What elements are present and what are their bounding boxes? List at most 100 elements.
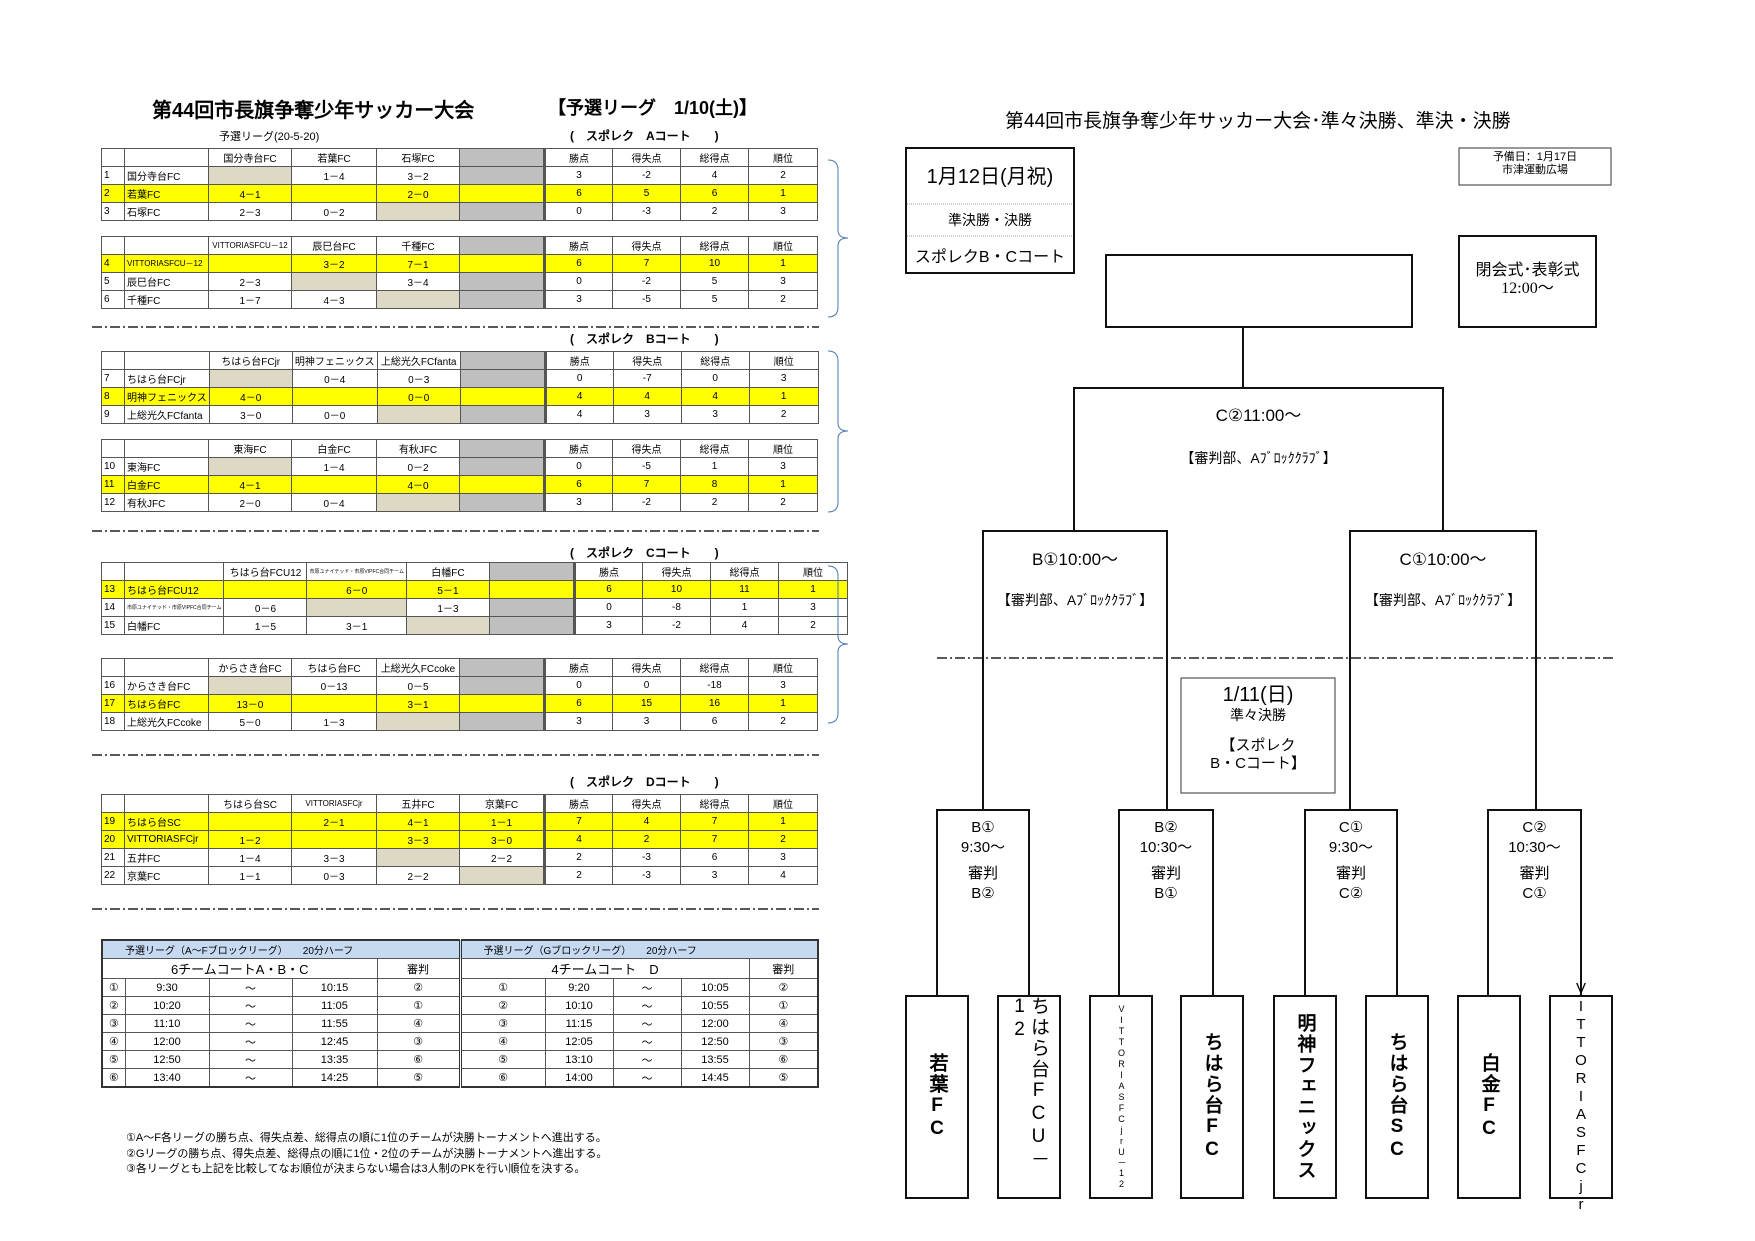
match-result: 2－3	[208, 202, 292, 221]
team-name: 京葉FC	[124, 866, 209, 885]
team-name: VITTORIASFCjr	[124, 830, 209, 849]
goals-for: 3	[680, 405, 750, 424]
team-box	[1273, 995, 1337, 1199]
final-winner-box	[1105, 254, 1413, 328]
semi-referee: 【審判部、Aﾌﾞﾛｯｸｸﾗﾌﾞ】	[996, 592, 1154, 608]
match-result: 5－0	[208, 712, 292, 731]
unused-column	[459, 351, 546, 370]
rank: 2	[748, 405, 819, 424]
end-time: 14:45	[680, 1068, 750, 1088]
unused-column	[488, 562, 575, 581]
rank: 1	[748, 812, 818, 831]
closing-time: 12:00～	[1501, 280, 1554, 297]
rank: 3	[748, 676, 818, 695]
end-time: 12:45	[291, 1032, 378, 1051]
team-name: 白幡FC	[123, 616, 225, 635]
unused-column	[488, 580, 575, 599]
start-time: 12:05	[544, 1032, 614, 1051]
team-box	[1549, 995, 1613, 1199]
goals-for: 6	[680, 712, 749, 731]
match-result: 1－2	[208, 830, 292, 849]
qf-bracket	[1304, 809, 1398, 996]
qf-referee-label: 審判	[967, 865, 998, 882]
goals-for: 4	[680, 387, 750, 406]
qf-referee: C①	[1522, 885, 1547, 902]
court-label-a: ( スポレク Aコート )	[570, 129, 719, 143]
team-name: VITTORIASFCU－12	[124, 254, 209, 273]
goal-difference: 7	[612, 475, 681, 494]
unused-column	[488, 616, 575, 635]
match-result: 0－0	[376, 387, 461, 406]
rank: 2	[748, 493, 818, 512]
match-result: 2－2	[376, 866, 460, 885]
team-name: 千種FC	[124, 290, 209, 309]
semi-time: C①10:00～	[1399, 550, 1487, 569]
team-box	[905, 995, 969, 1199]
self-match-cell	[291, 272, 377, 291]
unused-column	[459, 694, 545, 713]
match-result: 3－3	[376, 830, 460, 849]
bracket-team: VITTORIASFCjr	[1550, 980, 1612, 1214]
rank: 1	[777, 580, 848, 599]
qf-referee-label: 審判	[1519, 865, 1550, 882]
match-result: 13－0	[208, 694, 292, 713]
match-result: 5－1	[405, 580, 490, 599]
schedule-table: 予選リーグ（A～Fブロックリーグ） 20分ハーフ 予選リーグ（Gブロックリーグ）…	[101, 939, 819, 1088]
rank: 1	[748, 694, 818, 713]
team-number: 6	[101, 290, 125, 309]
semi-time: B①10:00～	[1031, 550, 1119, 569]
semi-bracket-c	[1349, 530, 1537, 810]
goals-for: 11	[709, 580, 779, 599]
bracket-team: 白金FC	[1458, 996, 1520, 1198]
match-result: 3－2	[291, 254, 377, 273]
team-name: ちはら台FC	[124, 694, 209, 713]
team-name: VITTORIASFCjr	[1572, 980, 1590, 1214]
match-result: 3－0	[208, 405, 293, 424]
points: 4	[543, 387, 614, 406]
semi-referee: 【審判部、Aﾌﾞﾛｯｸｸﾗﾌﾞ】	[1364, 592, 1522, 608]
goals-for: 10	[680, 254, 749, 273]
team-name: 明神フェニックス	[1294, 1013, 1316, 1181]
closing-box	[1458, 235, 1597, 328]
team-number: 8	[101, 387, 125, 406]
unused-column	[459, 272, 545, 291]
qf-referee-label: 審判	[1150, 865, 1181, 882]
referee-header: 審判	[376, 958, 461, 979]
team-number: 4	[101, 254, 125, 273]
start-time: 14:00	[544, 1068, 614, 1088]
qf-time: 9:30～	[1328, 839, 1374, 856]
start-time: 9:20	[544, 978, 614, 997]
qf-date: 1/11(日)	[1222, 684, 1294, 706]
qf-bracket	[936, 809, 1030, 996]
rank: 4	[748, 866, 818, 885]
rank: 3	[748, 202, 818, 221]
match-result: 6－0	[306, 580, 407, 599]
rank: 2	[777, 616, 848, 635]
schedule-sub-right: 4チームコート D	[458, 958, 750, 979]
points: 6	[543, 694, 613, 713]
goal-difference: 4	[612, 812, 681, 831]
self-match-cell	[376, 712, 460, 731]
semi-bracket-b	[982, 530, 1168, 810]
match-result: 1－3	[291, 712, 377, 731]
team-number: 9	[101, 405, 125, 424]
final-venue: スポレクB・Cコート	[914, 249, 1066, 266]
match-result: 3－1	[376, 694, 460, 713]
qf-referee: C②	[1338, 885, 1364, 902]
end-time: 13:55	[680, 1050, 750, 1069]
bracket-team: ちはら台SC	[1366, 996, 1428, 1198]
team-name: VITTORIASFCjrU－12	[1116, 1004, 1127, 1190]
